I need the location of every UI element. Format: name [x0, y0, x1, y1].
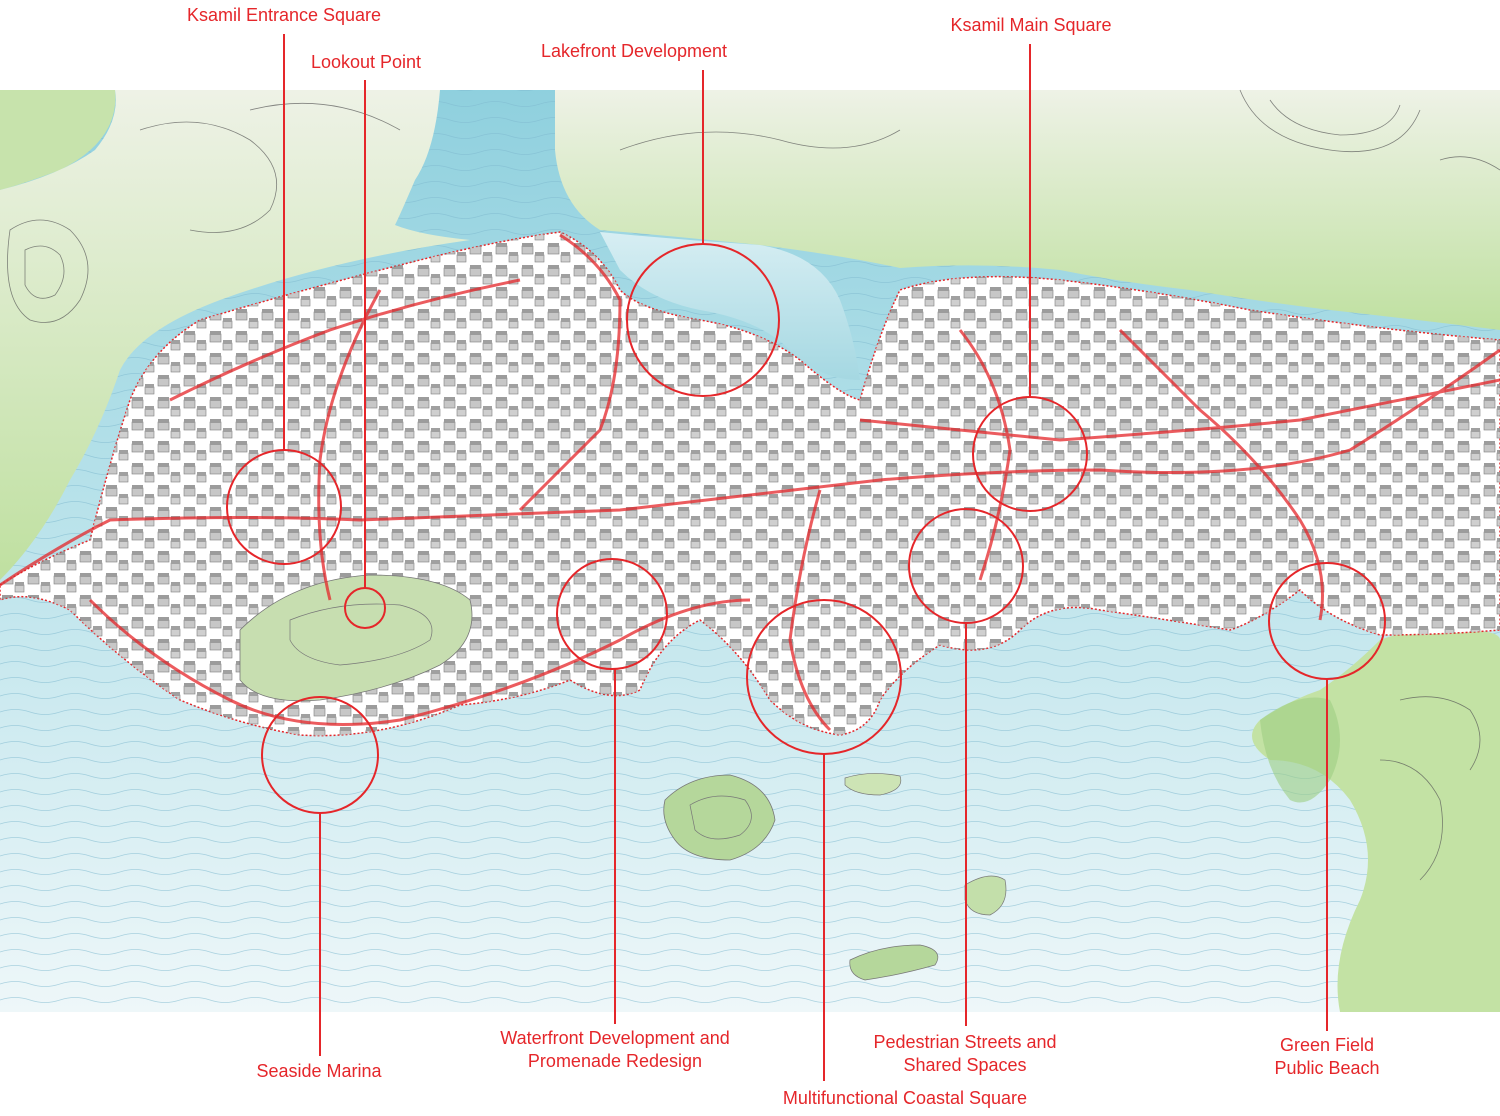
label-ksamil-main-square: Ksamil Main Square — [950, 15, 1112, 35]
road-network — [0, 233, 1500, 732]
leader-lines — [283, 34, 1328, 1081]
islands — [663, 773, 1007, 981]
label-waterfront-development: Waterfront Development and Promenade Red… — [500, 1028, 730, 1071]
label-multifunctional-coastal-square: Multifunctional Coastal Square — [782, 1088, 1028, 1108]
label-green-field-public-beach: Green Field Public Beach — [1274, 1035, 1380, 1078]
label-seaside-marina: Seaside Marina — [256, 1061, 382, 1081]
north-hills — [0, 89, 1500, 580]
circle-waterfront-development — [556, 558, 668, 670]
southeast-hills — [1252, 628, 1500, 1012]
lookout-hill — [239, 574, 473, 702]
label-lakefront-development: Lakefront Development — [540, 41, 728, 61]
label-pedestrian-streets: Pedestrian Streets and Shared Spaces — [873, 1032, 1057, 1075]
label-lookout-point: Lookout Point — [310, 52, 422, 72]
label-ksamil-entrance-square: Ksamil Entrance Square — [186, 5, 382, 25]
lake-inlet — [600, 232, 860, 380]
